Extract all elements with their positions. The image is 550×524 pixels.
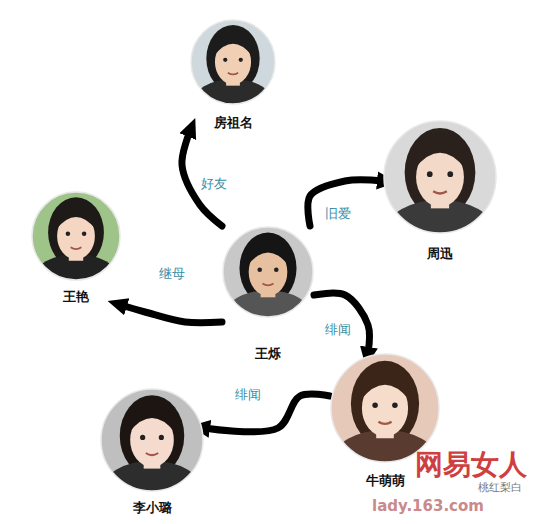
relation-label: 旧爱 <box>323 206 353 222</box>
person-name: 王烁 <box>222 346 314 362</box>
portrait-circle <box>222 226 314 318</box>
person-node: 王烁 <box>222 226 314 362</box>
portrait-circle <box>190 19 276 105</box>
person-node: 房祖名 <box>190 19 276 131</box>
relation-label: 绯闻 <box>323 322 353 338</box>
portrait-circle <box>330 353 440 463</box>
person-node: 李小璐 <box>100 388 204 516</box>
curved-arrow <box>204 394 330 432</box>
person-node: 王艳 <box>31 191 121 305</box>
person-node: 周迅 <box>383 120 497 262</box>
person-name: 周迅 <box>383 246 497 262</box>
portrait-circle <box>100 388 204 492</box>
curved-arrow <box>314 293 369 353</box>
relation-label: 好友 <box>199 176 229 192</box>
watermark-url: lady.163.com <box>372 497 484 515</box>
relation-label: 继母 <box>157 266 187 282</box>
person-name: 房祖名 <box>190 115 276 131</box>
person-name: 李小璐 <box>100 500 204 516</box>
relation-label: 绯闻 <box>233 387 263 403</box>
curved-arrow <box>308 180 383 226</box>
portrait-circle <box>383 120 497 234</box>
portrait-circle <box>31 191 121 281</box>
curved-arrow <box>121 305 222 323</box>
watermark-text: 网易女人 <box>415 446 527 484</box>
person-name: 王艳 <box>31 289 121 305</box>
watermark-account: 桃红梨白 <box>478 480 522 495</box>
